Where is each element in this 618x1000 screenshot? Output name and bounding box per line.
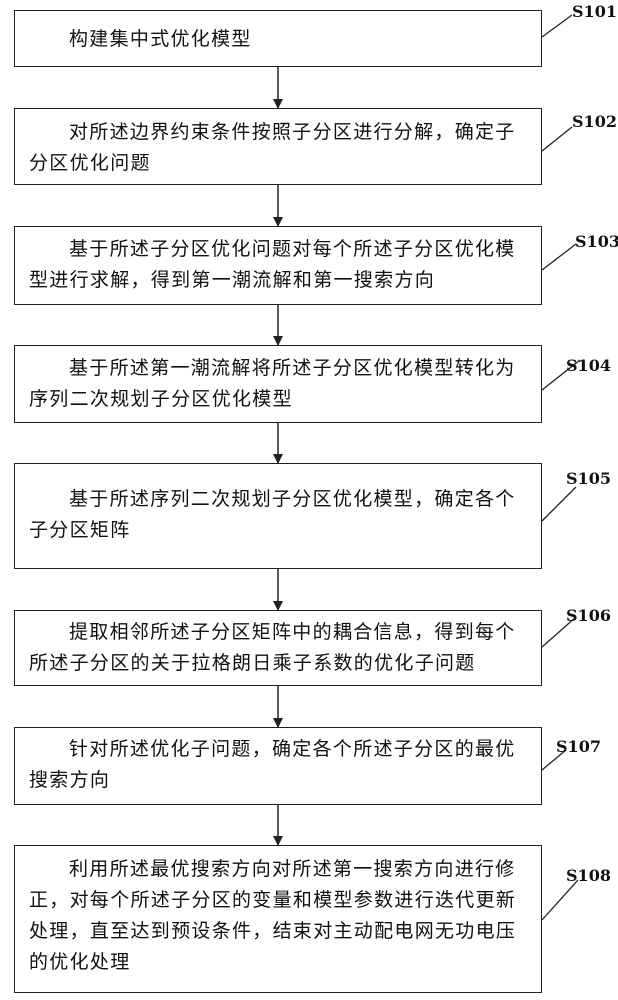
leader-line-s106 <box>541 616 577 648</box>
leader-line-s105 <box>541 486 577 522</box>
leader-line-s107 <box>541 749 567 771</box>
step-text-s102: 对所述边界约束条件按照子分区进行分解，确定子分区优化问题 <box>29 121 516 174</box>
step-label-s107: S107 <box>556 737 601 756</box>
leader-line-s104 <box>541 359 581 391</box>
step-box-s103: 基于所述子分区优化问题对每个所述子分区优化模型进行求解，得到第一潮流解和第一搜索… <box>14 226 542 305</box>
step-box-s105: 基于所述序列二次规划子分区优化模型，确定各个子分区矩阵 <box>14 463 542 569</box>
leader-line-s102 <box>541 126 573 152</box>
step-box-s106: 提取相邻所述子分区矩阵中的耦合信息，得到每个所述子分区的关于拉格朗日乘子系数的优… <box>14 610 542 686</box>
leader-line-s101 <box>541 14 573 38</box>
step-label-s106: S106 <box>566 606 611 625</box>
step-box-s107: 针对所述优化子问题，确定各个所述子分区的最优搜索方向 <box>14 727 542 805</box>
step-label-s108: S108 <box>566 866 611 885</box>
leader-line-s108 <box>541 879 579 921</box>
step-text-s105: 基于所述序列二次规划子分区优化模型，确定各个子分区矩阵 <box>29 488 516 541</box>
step-text-s103: 基于所述子分区优化问题对每个所述子分区优化模型进行求解，得到第一潮流解和第一搜索… <box>29 238 516 291</box>
step-box-s108: 利用所述最优搜索方向对所述第一搜索方向进行修正，对每个所述子分区的变量和模型参数… <box>14 845 542 993</box>
step-box-s104: 基于所述第一潮流解将所述子分区优化模型转化为序列二次规划子分区优化模型 <box>14 345 542 423</box>
step-text-s106: 提取相邻所述子分区矩阵中的耦合信息，得到每个所述子分区的关于拉格朗日乘子系数的优… <box>29 621 516 674</box>
step-label-s104: S104 <box>566 356 611 375</box>
step-label-s105: S105 <box>566 469 611 488</box>
step-label-s102: S102 <box>572 112 617 131</box>
step-text-s108: 利用所述最优搜索方向对所述第一搜索方向进行修正，对每个所述子分区的变量和模型参数… <box>29 858 517 973</box>
step-label-s101: S101 <box>572 2 617 21</box>
leader-line-s103 <box>541 243 577 271</box>
step-text-s107: 针对所述优化子问题，确定各个所述子分区的最优搜索方向 <box>29 738 516 791</box>
step-box-s102: 对所述边界约束条件按照子分区进行分解，确定子分区优化问题 <box>14 108 542 185</box>
step-box-s101: 构建集中式优化模型 <box>14 10 542 67</box>
step-text-s104: 基于所述第一潮流解将所述子分区优化模型转化为序列二次规划子分区优化模型 <box>29 357 516 410</box>
step-text-s101: 构建集中式优化模型 <box>69 28 252 50</box>
step-label-s103: S103 <box>575 232 618 251</box>
